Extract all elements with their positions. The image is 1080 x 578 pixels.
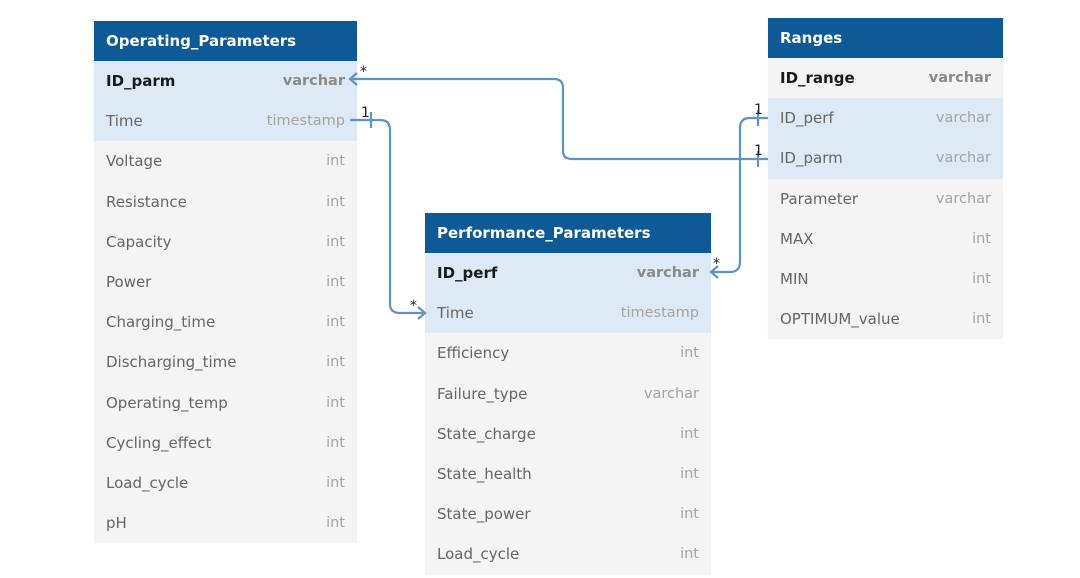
column-type: timestamp xyxy=(266,113,345,130)
column-type: int xyxy=(972,271,991,288)
column-type: int xyxy=(680,425,699,442)
column-name: State_power xyxy=(437,505,531,524)
cardinality-label: * xyxy=(713,256,720,272)
table-row[interactable]: Load_cycle int xyxy=(425,534,711,574)
cardinality-label: 1 xyxy=(361,105,370,121)
table-row[interactable]: ID_parm varchar xyxy=(94,61,357,102)
column-name: ID_parm xyxy=(780,149,843,168)
column-type: int xyxy=(326,474,345,491)
table-row[interactable]: Resistance int xyxy=(94,182,357,222)
column-name: Resistance xyxy=(106,192,187,211)
column-name: ID_parm xyxy=(106,72,176,91)
table-row[interactable]: State_charge int xyxy=(425,414,711,454)
column-type: timestamp xyxy=(620,305,699,322)
table-row[interactable]: pH int xyxy=(94,503,357,543)
table-row[interactable]: Capacity int xyxy=(94,222,357,262)
column-type: int xyxy=(326,274,345,291)
column-type: varchar xyxy=(282,73,345,90)
column-name: Cycling_effect xyxy=(106,433,212,452)
table-row[interactable]: Time timestamp xyxy=(94,101,357,142)
column-name: Parameter xyxy=(780,189,859,208)
table-row[interactable]: Failure_type varchar xyxy=(425,374,711,414)
column-type: varchar xyxy=(643,385,699,402)
table-row[interactable]: Time timestamp xyxy=(425,293,711,334)
column-name: ID_range xyxy=(780,69,855,88)
column-type: int xyxy=(680,546,699,563)
column-name: MIN xyxy=(780,270,809,289)
table-row[interactable]: Operating_temp int xyxy=(94,383,357,423)
cardinality-label: * xyxy=(360,64,367,80)
table-row[interactable]: ID_perf varchar xyxy=(768,98,1003,139)
column-name: OPTIMUM_value xyxy=(780,310,900,329)
column-name: State_health xyxy=(437,465,532,484)
table-row[interactable]: ID_range varchar xyxy=(768,58,1003,99)
cardinality-label: * xyxy=(410,298,417,314)
column-name: Operating_temp xyxy=(106,393,228,412)
column-type: int xyxy=(972,230,991,247)
column-type: int xyxy=(326,434,345,451)
column-name: Load_cycle xyxy=(106,473,189,492)
cardinality-label: 1 xyxy=(754,102,763,118)
column-type: varchar xyxy=(636,265,699,282)
column-name: Capacity xyxy=(106,232,172,251)
column-type: varchar xyxy=(928,70,991,87)
table-row[interactable]: Discharging_time int xyxy=(94,342,357,382)
column-type: int xyxy=(680,506,699,523)
column-type: int xyxy=(680,345,699,362)
cardinality-label: 1 xyxy=(754,143,763,159)
column-name: Failure_type xyxy=(437,384,528,403)
column-name: ID_perf xyxy=(437,264,498,283)
column-name: Time xyxy=(437,304,474,323)
column-type: int xyxy=(326,394,345,411)
column-type: int xyxy=(326,515,345,532)
column-name: Voltage xyxy=(106,152,163,171)
table-ranges[interactable]: Ranges ID_range varchar ID_perf varchar … xyxy=(768,18,1003,340)
column-name: State_charge xyxy=(437,424,536,443)
table-row[interactable]: Charging_time int xyxy=(94,302,357,342)
crowfoot-many-icon xyxy=(417,306,427,320)
column-name: Discharging_time xyxy=(106,353,237,372)
column-name: Load_cycle xyxy=(437,545,520,564)
column-name: Charging_time xyxy=(106,313,216,332)
column-type: varchar xyxy=(935,190,991,207)
table-row[interactable]: ID_parm varchar xyxy=(768,138,1003,179)
table-operating-parameters[interactable]: Operating_Parameters ID_parm varchar Tim… xyxy=(94,21,357,544)
table-header-ranges[interactable]: Ranges xyxy=(768,18,1003,58)
table-row[interactable]: ID_perf varchar xyxy=(425,253,711,294)
table-row[interactable]: State_power int xyxy=(425,494,711,534)
column-type: int xyxy=(972,311,991,328)
table-row[interactable]: Efficiency int xyxy=(425,333,711,373)
column-type: int xyxy=(326,153,345,170)
table-header-operating-parameters[interactable]: Operating_Parameters xyxy=(94,21,357,61)
table-row[interactable]: Cycling_effect int xyxy=(94,423,357,463)
table-row[interactable]: MAX int xyxy=(768,219,1003,259)
table-performance-parameters[interactable]: Performance_Parameters ID_perf varchar T… xyxy=(425,213,711,575)
connector-idparm-ranges[interactable] xyxy=(350,77,768,161)
column-name: Power xyxy=(106,273,152,292)
table-row[interactable]: Parameter varchar xyxy=(768,179,1003,219)
column-type: varchar xyxy=(935,110,991,127)
table-row[interactable]: State_health int xyxy=(425,454,711,494)
column-type: int xyxy=(326,233,345,250)
column-type: int xyxy=(326,193,345,210)
column-name: MAX xyxy=(780,229,814,248)
column-name: ID_perf xyxy=(780,109,834,128)
table-row[interactable]: Voltage int xyxy=(94,141,357,181)
table-header-performance-parameters[interactable]: Performance_Parameters xyxy=(425,213,711,253)
column-name: pH xyxy=(106,514,127,533)
connector-time-performance[interactable] xyxy=(350,118,425,315)
connector-idperf-ranges[interactable] xyxy=(711,116,768,274)
table-row[interactable]: MIN int xyxy=(768,259,1003,299)
table-row[interactable]: Power int xyxy=(94,262,357,302)
table-row[interactable]: OPTIMUM_value int xyxy=(768,299,1003,339)
crowfoot-many-icon xyxy=(709,265,719,279)
column-name: Time xyxy=(106,112,143,131)
table-row[interactable]: Load_cycle int xyxy=(94,463,357,503)
column-type: int xyxy=(680,466,699,483)
column-type: varchar xyxy=(935,150,991,167)
column-type: int xyxy=(326,354,345,371)
column-name: Efficiency xyxy=(437,344,510,363)
column-type: int xyxy=(326,314,345,331)
